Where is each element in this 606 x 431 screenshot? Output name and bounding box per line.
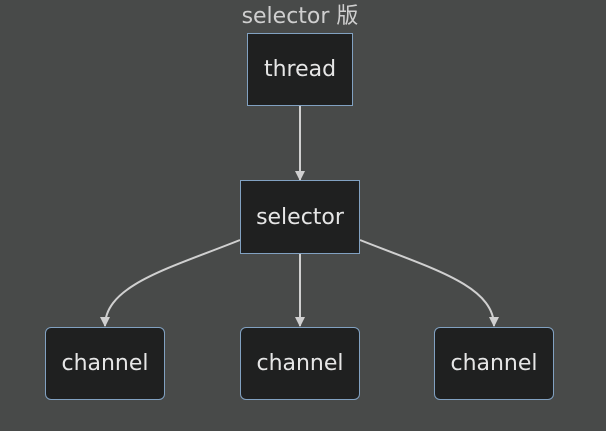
channel-node-label: channel	[256, 351, 344, 376]
diagram-title: selector 版	[241, 4, 359, 29]
channel-node-right: channel	[434, 327, 554, 400]
edge-selector-channel-right	[359, 239, 499, 327]
channel-node-label: channel	[450, 351, 538, 376]
channel-node-label: channel	[61, 351, 149, 376]
selector-node: selector	[240, 180, 360, 254]
channel-node-left: channel	[45, 327, 165, 400]
thread-node: thread	[247, 33, 353, 106]
thread-node-label: thread	[263, 57, 337, 82]
edge-selector-channel-left	[100, 239, 241, 327]
channel-node-middle: channel	[240, 327, 360, 400]
selector-node-label: selector	[256, 204, 344, 230]
